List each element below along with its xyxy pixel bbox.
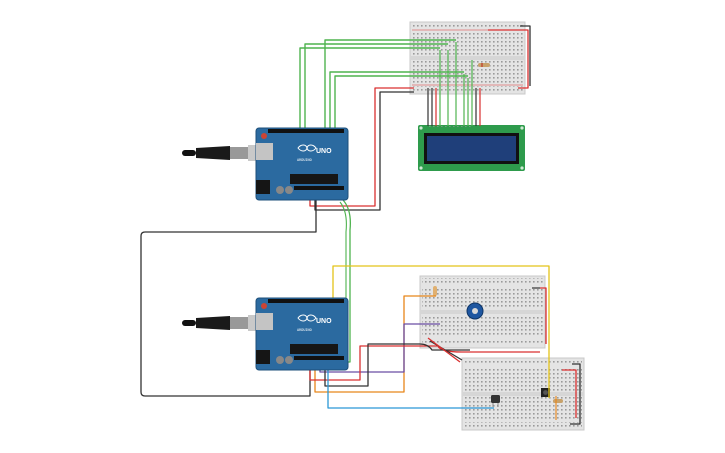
lcd-pins (427, 126, 473, 129)
board-label: UNO (316, 318, 332, 325)
board-sublabel: ARDUINO (297, 158, 312, 162)
resistor-middle[interactable] (433, 286, 437, 296)
sensor[interactable] (491, 395, 500, 407)
board-label: UNO (316, 148, 332, 155)
usb-cable-bottom[interactable] (182, 315, 258, 331)
wires (140, 25, 581, 425)
breadboard-bottom[interactable] (461, 357, 585, 431)
lcd-display[interactable] (418, 125, 525, 171)
resistor-bottom[interactable] (553, 399, 563, 403)
potentiometer[interactable] (466, 302, 484, 320)
usb-cable-top[interactable] (182, 145, 258, 161)
resistor-top[interactable] (478, 63, 490, 67)
board-sublabel: ARDUINO (297, 328, 312, 332)
arduino-uno-bottom[interactable]: UNO ARDUINO (255, 297, 349, 371)
arduino-uno-top[interactable]: UNO ARDUINO (255, 127, 349, 201)
push-button[interactable] (541, 388, 550, 397)
